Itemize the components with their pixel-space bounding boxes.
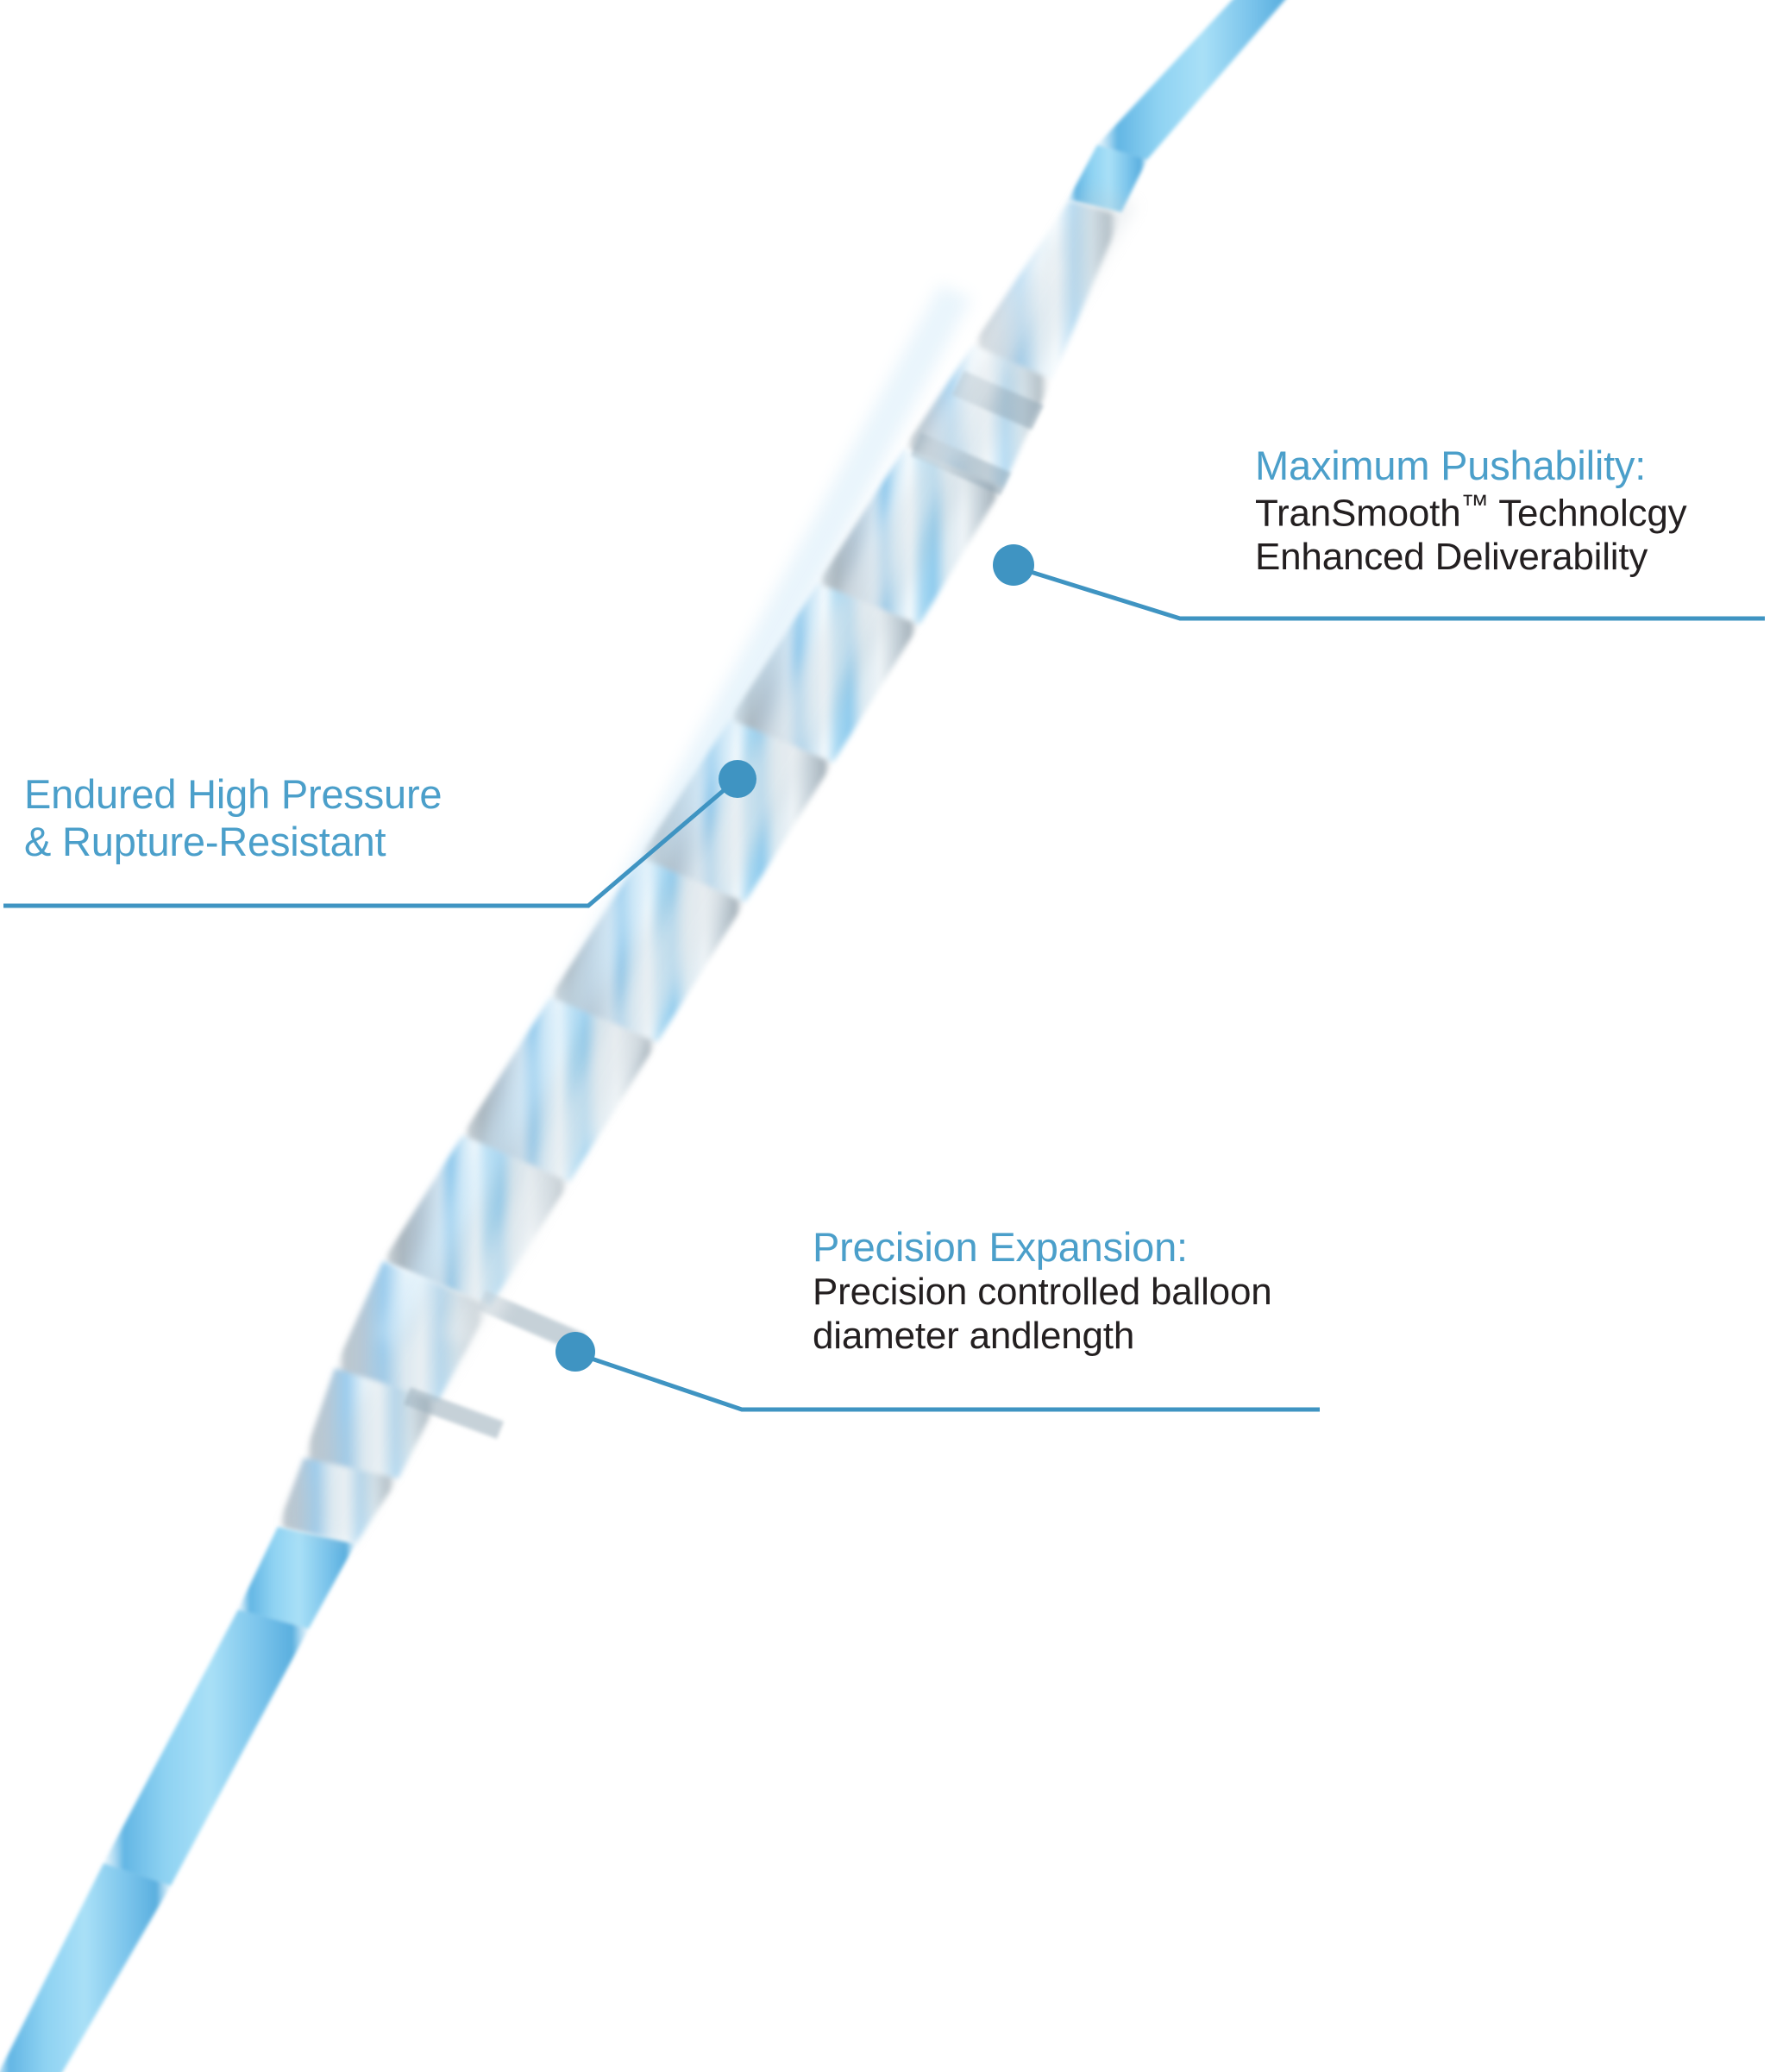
proximal-shaft	[0, 1527, 355, 2072]
callout-dot-pressure	[719, 760, 756, 798]
trademark-suffix: Technolcgy	[1489, 493, 1687, 536]
callout-pushability-line-2: Enhanced Deliverability	[1255, 536, 1648, 579]
leader-precision	[555, 1332, 1320, 1412]
callout-dot-pushability	[993, 544, 1034, 586]
callout-maximum-pushability: Maximum Pushability: TranSmooth™ Technol…	[1255, 442, 1687, 579]
callout-endured-high-pressure: Endured High Pressure & Rupture-Resistan…	[24, 770, 442, 866]
callout-precision-expansion: Precision Expansion: Precision controlle…	[813, 1223, 1272, 1358]
balloon-outer-halo	[285, 186, 1137, 1546]
leader-pushability	[993, 544, 1765, 621]
trademark-name: TranSmooth	[1255, 493, 1461, 536]
callout-dot-precision	[555, 1332, 595, 1372]
callout-precision-heading: Precision Expansion:	[813, 1224, 1188, 1270]
callout-pressure-heading-line-1: Endured High Pressure	[24, 771, 442, 817]
callout-precision-line-1: Precision controlled balloon	[813, 1271, 1272, 1314]
callout-pushability-heading: Maximum Pushability:	[1255, 443, 1647, 488]
leader-pressure	[3, 760, 756, 908]
callout-precision-line-2: diameter andlength	[813, 1314, 1135, 1357]
callout-pushability-line-1: TranSmooth™ Technolcgy	[1255, 489, 1687, 536]
trademark-icon: ™	[1460, 489, 1490, 521]
callout-pressure-heading-line-2: & Rupture-Resistant	[24, 819, 386, 865]
